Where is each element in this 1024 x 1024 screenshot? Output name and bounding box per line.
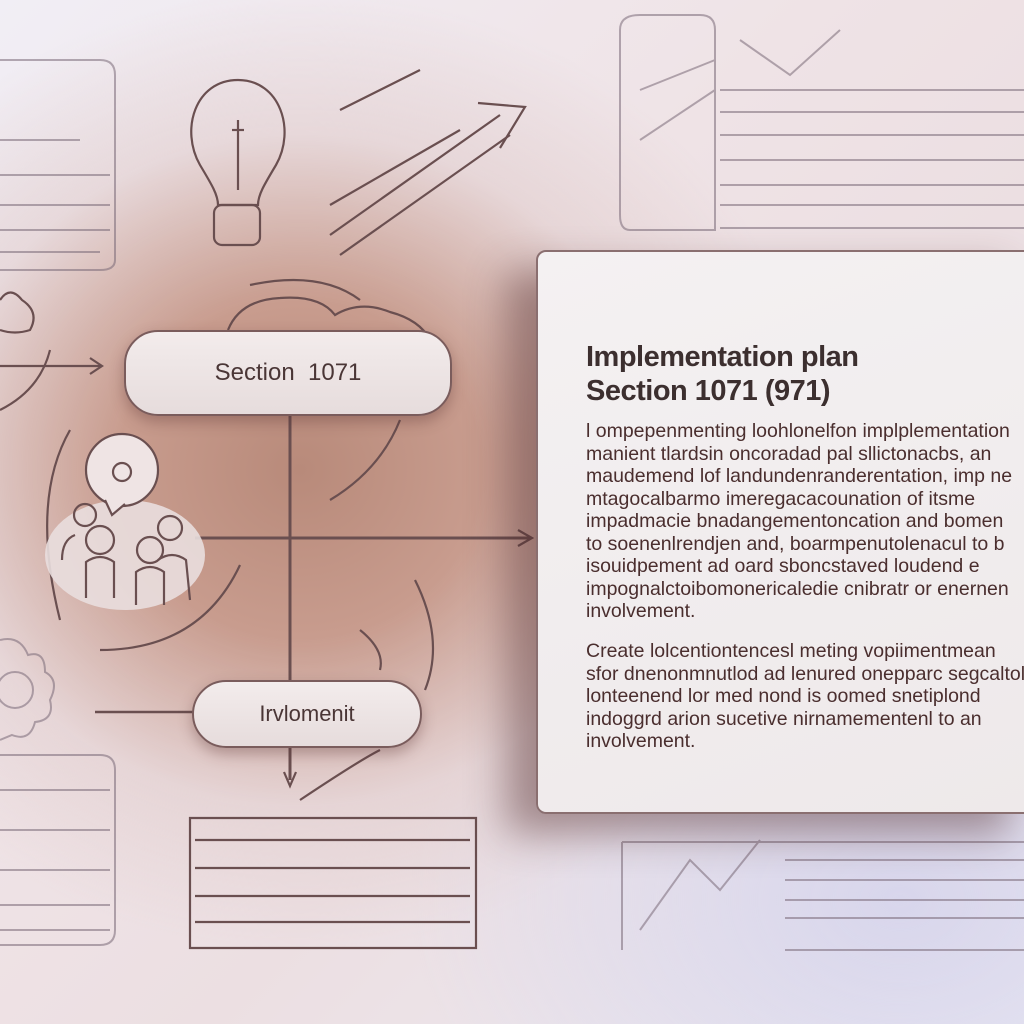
people-icon xyxy=(45,500,205,610)
panel-paragraph-2: Create lolcentiontencesl meting vopiimen… xyxy=(586,640,1024,752)
panel-title-line1: Implementation plan xyxy=(586,341,859,373)
section-node-label: Section 1071 xyxy=(214,359,362,386)
gear-icon xyxy=(0,638,55,741)
involvement-node-label: Irvlomenit xyxy=(259,701,355,726)
document-icon-top-left xyxy=(0,59,116,271)
panel-paragraph-1: l ompepenmenting loohlonelfon implplemen… xyxy=(586,420,1013,622)
involvement-node: Irvlomenit xyxy=(192,680,422,748)
speech-bubble-icon xyxy=(84,432,160,517)
implementation-plan-panel: Implementation plan Section 1071 (971) l… xyxy=(536,250,1024,814)
arrow-icon xyxy=(329,69,527,256)
section-node: Section 1071 xyxy=(124,330,452,416)
panel-title: Implementation plan Section 1071 (971) xyxy=(586,340,859,408)
document-icon-bottom-left xyxy=(0,754,116,946)
lightbulb-icon xyxy=(190,78,286,247)
line-chart-icon-top-right xyxy=(619,14,1024,231)
cloud-icon xyxy=(226,296,431,341)
line-chart-icon-bottom-right xyxy=(621,839,1024,951)
panel-title-line2: Section 1071 (971) xyxy=(586,375,831,407)
